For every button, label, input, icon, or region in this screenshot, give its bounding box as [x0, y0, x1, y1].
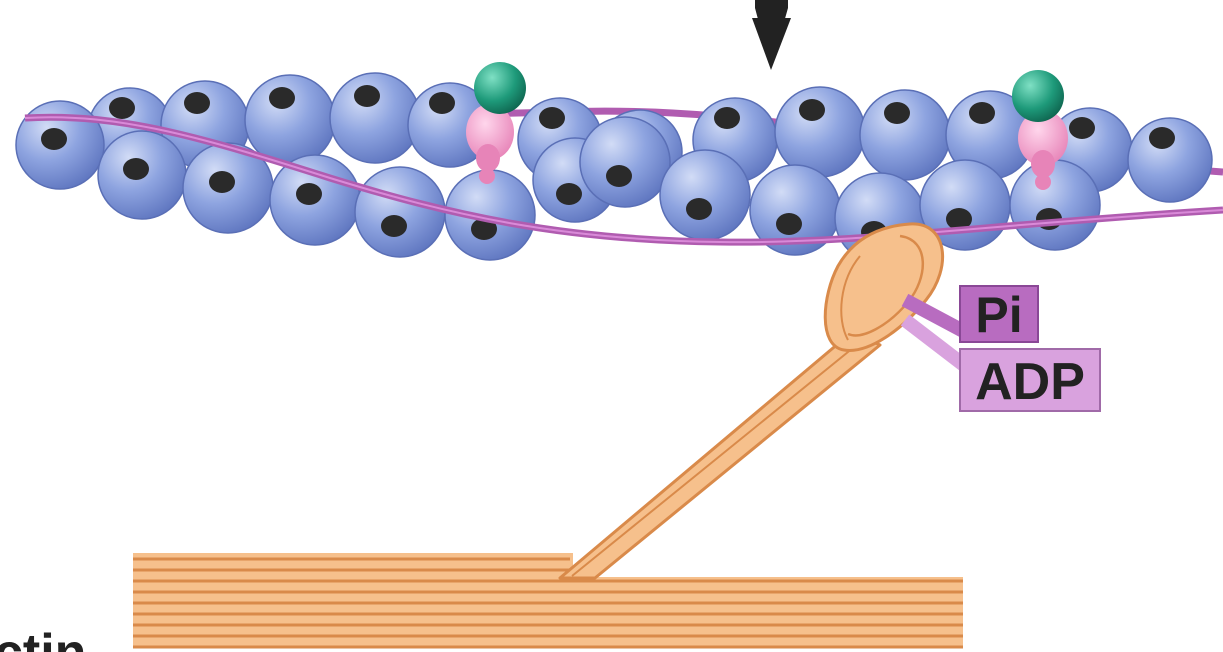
actin-monomer-front-12 [1010, 160, 1100, 250]
actin-monomer-front-8 [660, 150, 750, 240]
actin-monomer-back-3 [330, 73, 420, 163]
actin-binding-site-front-9 [776, 213, 802, 235]
actin-binding-site-back-0 [109, 97, 135, 119]
adp-label: ADP [975, 353, 1085, 411]
actin-binding-site-front-7 [606, 165, 632, 187]
actin-binding-site-back-2 [269, 87, 295, 109]
actin-binding-site-front-2 [209, 171, 235, 193]
actin-binding-site-back-3 [354, 85, 380, 107]
actin-monomer-back-2 [245, 75, 335, 165]
actin-binding-site-back-12 [1149, 127, 1175, 149]
actin-monomer-front-7 [580, 117, 670, 207]
thick-filament [133, 553, 963, 647]
actin-binding-site-back-7 [714, 107, 740, 129]
actin-monomer-front-4 [355, 167, 445, 257]
actin-binding-site-back-9 [884, 102, 910, 124]
actin-binding-site-front-0 [41, 128, 67, 150]
actin-binding-site-back-8 [799, 99, 825, 121]
troponin-complex-left [466, 62, 526, 184]
actin-monomer-back-8 [775, 87, 865, 177]
actin-binding-site-back-5 [539, 107, 565, 129]
actin-binding-site-front-3 [296, 183, 322, 205]
pi-label: Pi [975, 287, 1022, 343]
actin-binding-site-front-1 [123, 158, 149, 180]
actin-binding-site-back-1 [184, 92, 210, 114]
actin-label-partial: ctin [0, 624, 86, 652]
actin-binding-site-front-4 [381, 215, 407, 237]
actin-binding-site-front-6 [556, 183, 582, 205]
actin-monomer-back-9 [860, 90, 950, 180]
actin-binding-site-back-11 [1069, 117, 1095, 139]
myosin-neck [560, 332, 880, 578]
actin-binding-site-back-10 [969, 102, 995, 124]
actin-binding-site-back-4 [429, 92, 455, 114]
actin-binding-site-front-8 [686, 198, 712, 220]
